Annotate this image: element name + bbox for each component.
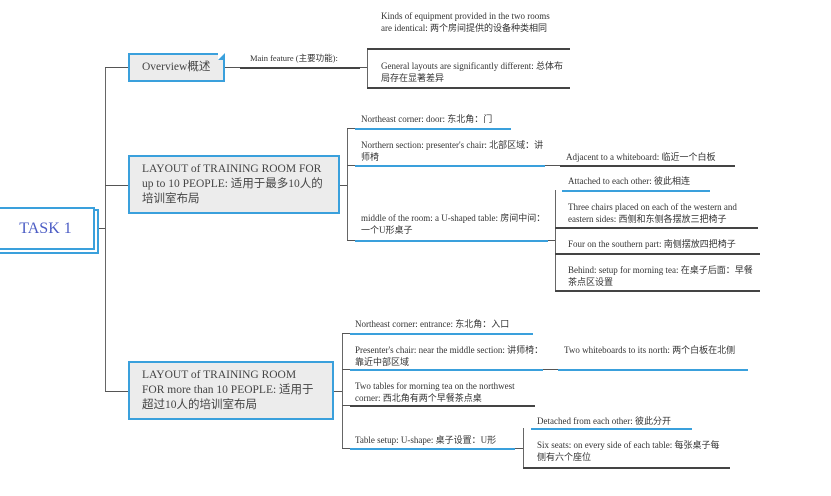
connector-line	[555, 190, 556, 290]
connector-line	[342, 405, 350, 406]
connector-line	[523, 467, 730, 469]
layout-small-label: LAYOUT of TRAINING ROOM FOR up to 10 PEO…	[142, 163, 323, 205]
overview-child[interactable]: Kinds of equipment provided in the two r…	[381, 11, 550, 33]
list-item[interactable]: Northeast corner: door: 东北角：门	[361, 114, 493, 124]
connector-line	[558, 369, 748, 371]
layout-large-node[interactable]: LAYOUT of TRAINING ROOM FOR more than 10…	[128, 361, 334, 420]
connector	[105, 67, 128, 68]
connector-line	[545, 165, 560, 166]
connector-line	[355, 128, 511, 130]
list-item[interactable]: Two whiteboards to its north: 两个白板在北侧	[564, 345, 736, 355]
overview-node[interactable]: Overview概述	[128, 53, 225, 82]
connector-line	[240, 67, 360, 69]
list-item[interactable]: Attached to each other: 彼此相连	[568, 176, 690, 186]
layout-large-label: LAYOUT of TRAINING ROOM FOR more than 10…	[142, 369, 314, 411]
connector-line	[347, 128, 355, 129]
connector-line	[342, 333, 343, 448]
connector-line	[347, 128, 348, 240]
root-node[interactable]: TASK 1	[0, 207, 95, 250]
list-item[interactable]: Behind: setup for morning tea: 在桌子后面：早餐茶…	[568, 265, 753, 287]
connector-line	[367, 48, 570, 50]
connector-line	[543, 369, 558, 370]
connector-line	[347, 165, 355, 166]
connector-line	[342, 369, 350, 370]
list-item[interactable]: Presenter's chair: near the middle secti…	[355, 345, 544, 367]
list-item[interactable]: Six seats: on every side of each table: …	[537, 440, 720, 462]
connector-line	[355, 165, 545, 167]
connector-line	[562, 190, 710, 192]
connector-line	[342, 448, 350, 449]
connector-line	[367, 48, 368, 87]
connector-line	[347, 240, 355, 241]
overview-child[interactable]: General layouts are significantly differ…	[381, 61, 564, 83]
connector	[105, 67, 106, 391]
list-item[interactable]: Four on the southern part: 南侧摆放四把椅子	[568, 239, 736, 249]
overview-label: Overview概述	[142, 61, 211, 73]
connector-line	[367, 87, 570, 89]
list-item[interactable]: Three chairs placed on each of the weste…	[568, 202, 737, 224]
connector	[95, 228, 105, 229]
connector-line	[560, 165, 735, 167]
connector-line	[340, 185, 347, 186]
connector	[105, 185, 128, 186]
connector-line	[555, 227, 758, 229]
connector-line	[334, 391, 342, 392]
list-item[interactable]: Two tables for morning tea on the northw…	[355, 381, 515, 403]
layout-small-node[interactable]: LAYOUT of TRAINING ROOM FOR up to 10 PEO…	[128, 155, 340, 214]
main-feature-label[interactable]: Main feature (主要功能):	[250, 53, 338, 63]
connector-line	[350, 448, 515, 450]
list-item[interactable]: Northeast corner: entrance: 东北角：入口	[355, 319, 510, 329]
connector-line	[355, 240, 548, 242]
list-item[interactable]: Table setup: U-shape: 桌子设置：U形	[355, 435, 497, 445]
connector-line	[360, 67, 367, 68]
list-item[interactable]: Northern section: presenter's chair: 北部区…	[361, 140, 544, 162]
list-item[interactable]: middle of the room: a U-shaped table: 房间…	[361, 213, 546, 235]
connector-line	[515, 448, 523, 449]
connector-line	[523, 428, 524, 467]
note-fold-icon	[218, 53, 225, 60]
list-item[interactable]: Detached from each other: 彼此分开	[537, 416, 671, 426]
connector-line	[350, 333, 533, 335]
connector	[105, 391, 128, 392]
connector-line	[225, 67, 240, 68]
connector-line	[342, 333, 350, 334]
root-label: TASK 1	[19, 219, 72, 237]
connector-line	[531, 428, 692, 430]
list-item[interactable]: Adjacent to a whiteboard: 临近一个白板	[566, 152, 716, 162]
connector-line	[555, 253, 760, 255]
connector-line	[350, 405, 535, 407]
connector-line	[548, 240, 555, 241]
connector-line	[555, 290, 760, 292]
connector-line	[350, 369, 543, 371]
